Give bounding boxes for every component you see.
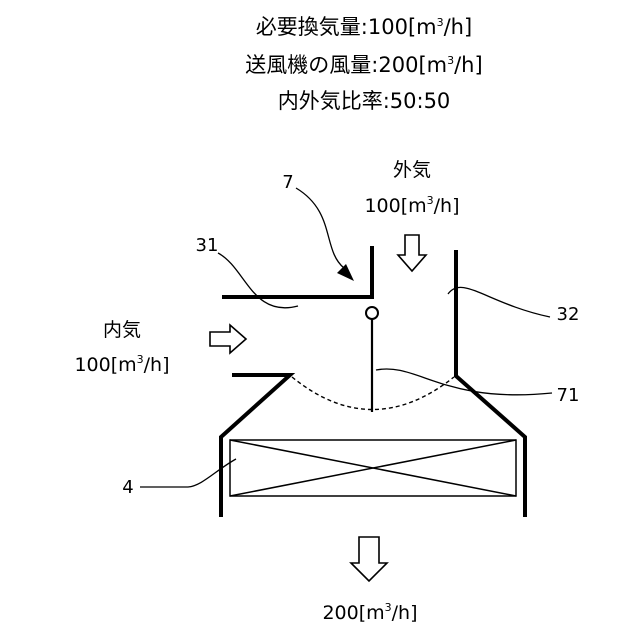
inside-air-flow-label: 100[m3/h] — [74, 353, 169, 376]
ref-31: 31 — [196, 235, 219, 256]
reference-numerals: 7 31 32 71 4 — [122, 172, 579, 498]
leader-7-arrowhead — [337, 264, 354, 281]
damper-pivot — [366, 307, 378, 319]
leader-lines — [140, 188, 552, 487]
ref-32: 32 — [557, 304, 580, 325]
ref-7: 7 — [282, 172, 293, 193]
blower-airflow-label: 送風機の風量:200[m3/h] — [245, 53, 482, 77]
outside-air-down-arrow — [398, 235, 426, 271]
inside-air-right-arrow — [210, 325, 246, 353]
inside-air-label: 内気 — [103, 319, 141, 341]
ref-4: 4 — [122, 477, 133, 498]
filter — [230, 440, 516, 496]
required-ventilation-label: 必要換気量:100[m3/h] — [256, 15, 472, 39]
ref-71: 71 — [557, 385, 580, 406]
leader-31 — [218, 253, 298, 308]
header-conditions: 必要換気量:100[m3/h] 送風機の風量:200[m3/h] 内外気比率:5… — [245, 15, 482, 113]
inside-outside-ratio-label: 内外気比率:50:50 — [278, 89, 451, 113]
outside-air-label: 外気 — [393, 159, 431, 181]
leader-32 — [448, 287, 550, 317]
outside-air-flow-label: 100[m3/h] — [364, 194, 459, 217]
leader-7 — [296, 188, 344, 268]
outlet-flow-label: 200[m3/h] — [322, 601, 417, 624]
outlet-down-arrow — [351, 537, 387, 581]
outside-inlet-right-wall — [456, 252, 525, 515]
switching-damper — [292, 307, 454, 412]
